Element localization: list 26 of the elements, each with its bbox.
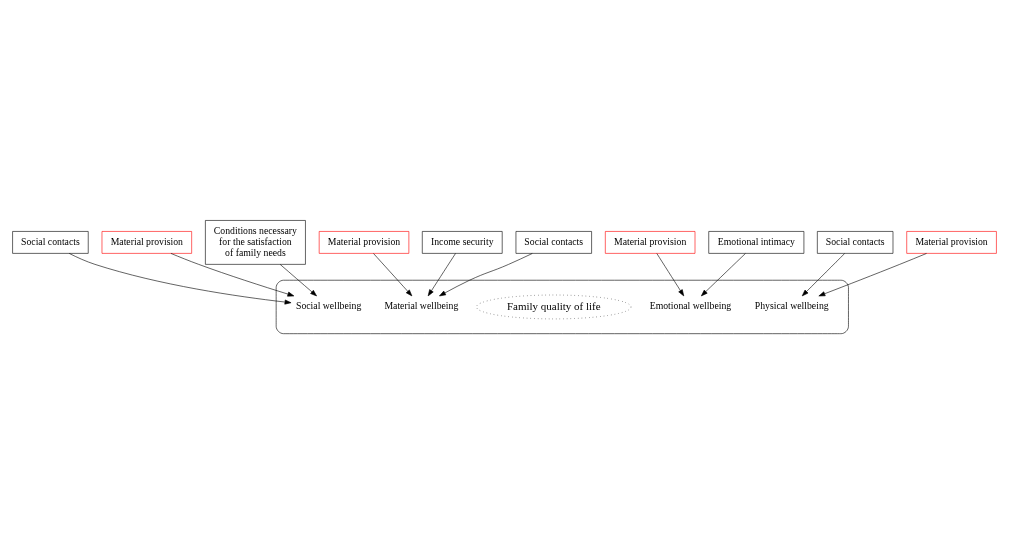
arrow xyxy=(439,253,533,297)
arrow xyxy=(170,253,295,297)
arrow xyxy=(68,253,292,305)
arrow xyxy=(373,253,413,297)
arrow xyxy=(656,253,685,297)
node-text: Social wellbeing xyxy=(296,300,362,312)
cluster xyxy=(275,279,849,334)
node-box: Material provision xyxy=(101,231,192,254)
node-text: Emotional wellbeing xyxy=(649,300,732,312)
node-box: Conditions necessary for the satisfaction of family needs xyxy=(205,220,306,265)
node-box: Social contacts xyxy=(12,231,89,254)
arrow xyxy=(818,253,927,297)
node-ellipse: Family quality of life xyxy=(476,294,632,320)
node-text: Physical wellbeing xyxy=(754,300,829,312)
node-box: Income security xyxy=(422,231,503,254)
node-text: Material wellbeing xyxy=(384,300,459,312)
node-box: Material provision xyxy=(605,231,696,254)
arrow xyxy=(701,253,746,297)
node-box: Material provision xyxy=(906,231,997,254)
node-box: Material provision xyxy=(318,231,410,254)
node-box: Emotional intimacy xyxy=(708,231,805,254)
arrow xyxy=(279,264,317,297)
node-box: Social contacts xyxy=(817,231,894,254)
arrow xyxy=(427,253,456,297)
arrow xyxy=(801,253,845,297)
node-box: Social contacts xyxy=(515,231,592,254)
